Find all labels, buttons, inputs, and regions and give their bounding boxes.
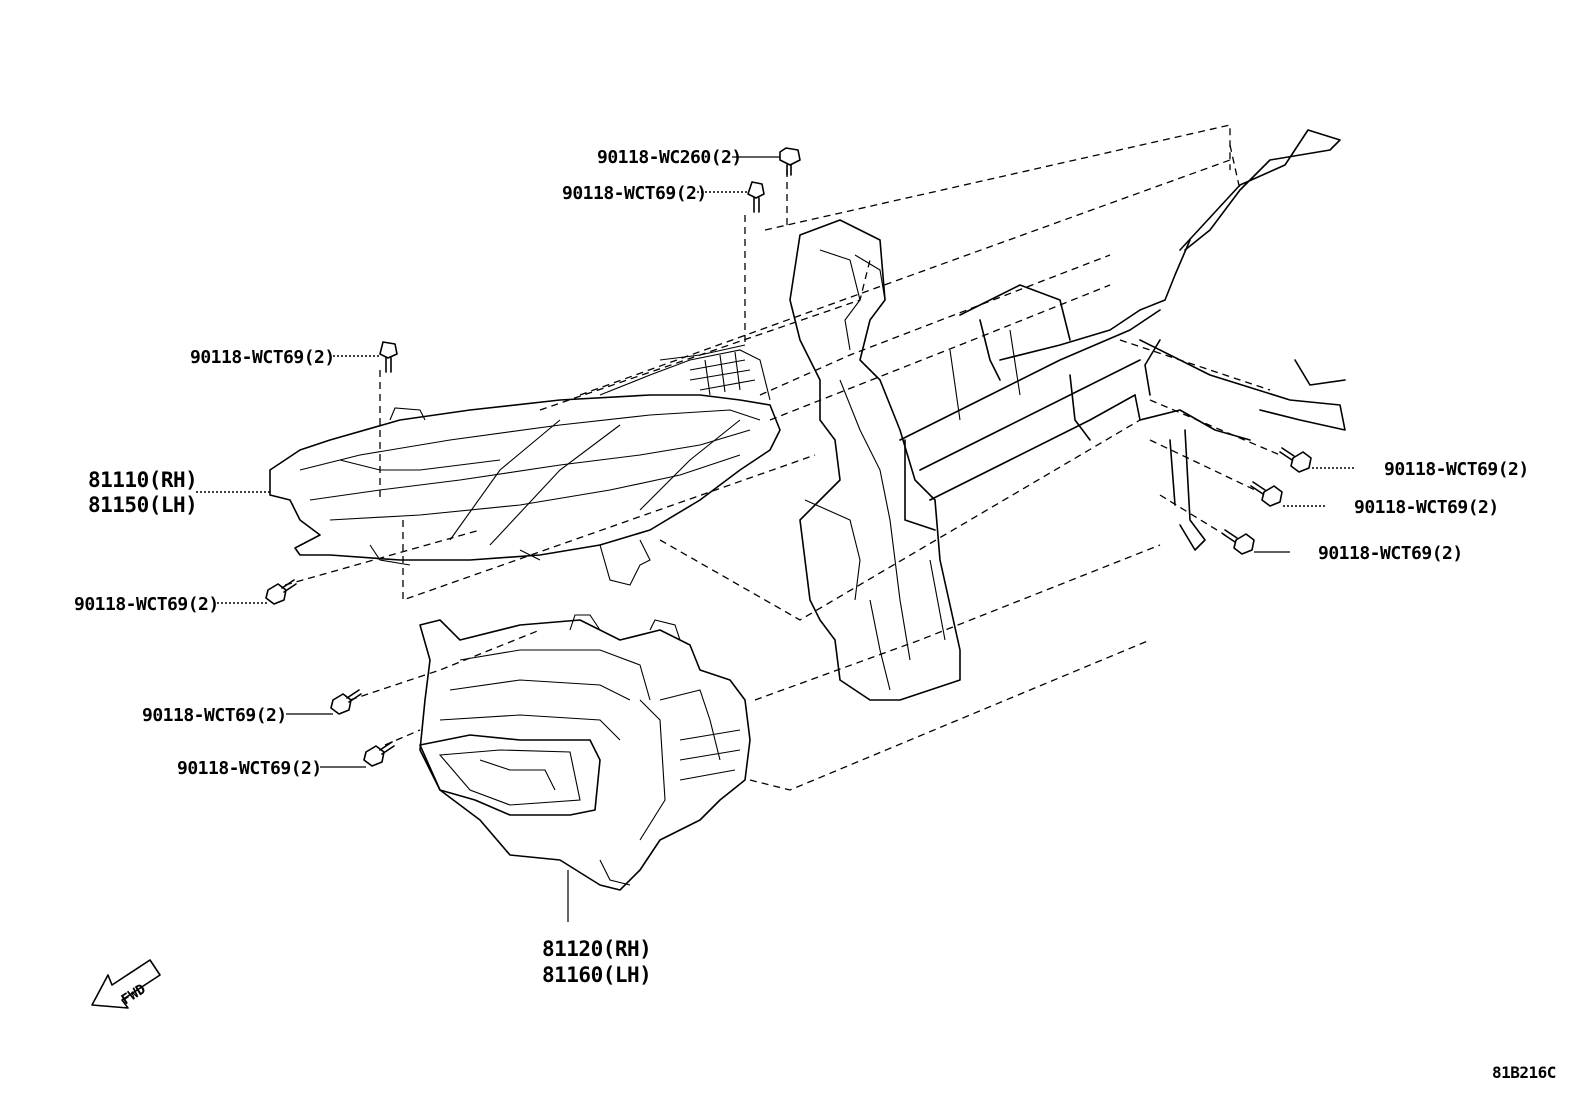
bolt-icon-left-top [379,341,398,373]
bolt-icon-lower-a [330,689,362,715]
callout-bolt-right-a: 90118-WCT69(2) [1384,459,1529,480]
bolt-icon-top-a [779,147,801,176]
part-number-foglamp-rh: 81120(RH) [542,937,652,961]
foglamp-assembly [419,614,751,891]
alignment-dashed-lines [284,124,1281,791]
callout-bolt-lower-b: 90118-WCT69(2) [177,758,322,779]
bolt-icon-right-c [1222,529,1255,555]
fwd-arrow-icon: FWD [91,959,161,1009]
callout-bolt-left-mid: 90118-WCT69(2) [74,594,219,615]
part-number-headlamp-rh: 81110(RH) [88,468,198,492]
bolt-icon-lower-b [363,741,395,767]
part-number-headlamp-lh: 81150(LH) [88,493,198,517]
callout-bolt-lower-a: 90118-WCT69(2) [142,705,287,726]
bolt-icon-right-b [1250,481,1283,507]
callout-bolt-left-top: 90118-WCT69(2) [190,347,335,368]
callout-bolt-right-b: 90118-WCT69(2) [1354,497,1499,518]
bolt-icon-top-b [747,181,765,213]
bolt-icon-right-a [1279,447,1312,473]
part-number-foglamp-lh: 81160(LH) [542,963,652,987]
callout-bolt-right-c: 90118-WCT69(2) [1318,543,1463,564]
sheet-code: 81B216C [1492,1063,1556,1082]
callout-bolt-top-b: 90118-WCT69(2) [562,183,707,204]
callout-bolt-top-a: 90118-WC260(2) [597,147,742,168]
bolt-icon-left-mid [265,579,297,605]
radiator-support-structure [789,129,1346,701]
leader-lines [196,156,1355,922]
headlamp-assembly [269,344,781,586]
